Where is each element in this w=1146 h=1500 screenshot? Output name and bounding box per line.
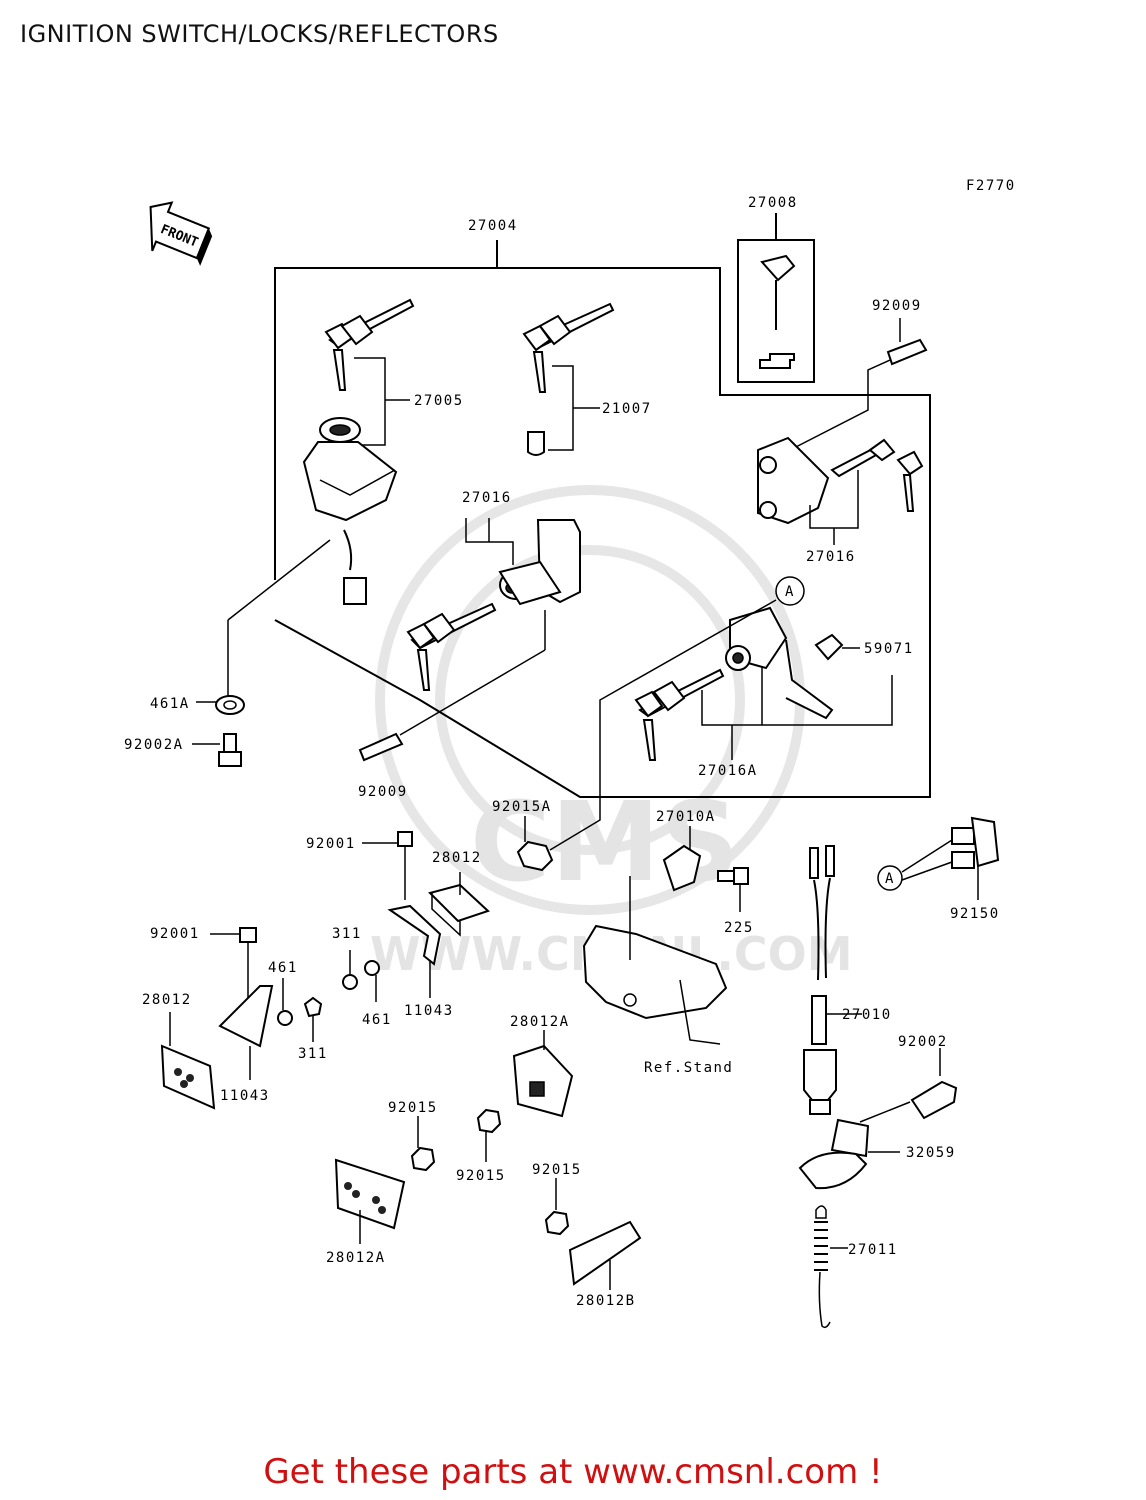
figure-code: F2770 <box>966 178 1016 194</box>
callout-461-upper: 461 <box>362 1012 392 1028</box>
parts-diagram: CMS WWW.CMSNL.COM FRONT F2770 <box>124 178 1016 1329</box>
callout-28012-upper: 28012 <box>432 850 482 866</box>
callout-92009-top: 92009 <box>872 298 922 314</box>
callout-27010: 27010 <box>842 1007 892 1023</box>
callout-27011: 27011 <box>848 1242 898 1258</box>
reflector-28012A-center <box>512 1030 574 1118</box>
watermark: CMS WWW.CMSNL.COM <box>370 485 853 981</box>
callout-92002: 92002 <box>898 1034 948 1050</box>
footer-link[interactable]: Get these parts at www.cmsnl.com ! <box>263 1452 883 1492</box>
screw-92009-top <box>789 318 928 451</box>
callout-92001-lower: 92001 <box>150 926 200 942</box>
callout-27016-center: 27016 <box>462 490 512 506</box>
switch-bracket-27010A <box>582 826 728 1045</box>
seat-lock-27016A: A <box>549 576 893 851</box>
washer-461A <box>196 695 245 715</box>
clip-59071 <box>814 633 860 661</box>
spring-27011 <box>814 1205 848 1329</box>
bolt-92002 <box>859 1048 958 1123</box>
callout-28012B: 28012B <box>576 1293 636 1309</box>
lock-27016-right <box>757 436 924 545</box>
callout-11043-lower: 11043 <box>220 1088 270 1104</box>
callout-92015-right: 92015 <box>532 1162 582 1178</box>
stand-switch-27010 <box>803 845 862 1115</box>
lock-27016-center <box>399 518 581 736</box>
lock-21007 <box>522 302 615 456</box>
bolt-92002A <box>192 733 242 767</box>
watermark-logo: CMS <box>470 778 739 906</box>
key-27008 <box>737 213 815 383</box>
reflector-28012B <box>568 1220 642 1290</box>
nut-92015A <box>516 816 554 872</box>
ignition-switch-27005 <box>227 298 415 700</box>
callout-27016A: 27016A <box>698 763 758 779</box>
reflector-group-upper <box>342 831 490 1002</box>
callout-92015A: 92015A <box>492 799 552 815</box>
kit-bracket-27004 <box>274 240 931 798</box>
front-arrow-icon: FRONT <box>149 201 213 266</box>
nuts-92015 <box>410 1108 570 1236</box>
callout-92001-upper: 92001 <box>306 836 356 852</box>
callout-27004: 27004 <box>468 218 518 234</box>
callout-28012-lower: 28012 <box>142 992 192 1008</box>
page-title: IGNITION SWITCH/LOCKS/REFLECTORS <box>20 20 499 48</box>
callout-27005: 27005 <box>414 393 464 409</box>
callout-92015-center: 92015 <box>456 1168 506 1184</box>
callout-32059: 32059 <box>906 1145 956 1161</box>
callout-21007: 21007 <box>602 401 652 417</box>
callout-28012A-center: 28012A <box>510 1014 570 1030</box>
marker-a-top: A <box>785 584 795 600</box>
callout-ref-stand: Ref.Stand <box>644 1060 733 1076</box>
callout-11043-upper: 11043 <box>404 1003 454 1019</box>
screw-92009-bottom <box>358 732 404 762</box>
callout-59071: 59071 <box>864 641 914 657</box>
screws-92150: A <box>877 816 1000 900</box>
reflector-28012A-lower <box>334 1158 406 1244</box>
callout-92015-left: 92015 <box>388 1100 438 1116</box>
callout-225: 225 <box>724 920 754 936</box>
bracket-32059 <box>798 1118 900 1190</box>
callout-311-lower: 311 <box>298 1046 328 1062</box>
reflector-group-lower-left <box>160 927 323 1110</box>
callout-92009-bottom: 92009 <box>358 784 408 800</box>
screw-225 <box>717 867 749 912</box>
marker-a-bottom: A <box>885 871 895 887</box>
callout-92002A: 92002A <box>124 737 184 753</box>
callout-27010A: 27010A <box>656 809 716 825</box>
callout-28012A-lower: 28012A <box>326 1250 386 1266</box>
callout-461A: 461A <box>150 696 190 712</box>
callout-27016-right: 27016 <box>806 549 856 565</box>
callout-461-lower: 461 <box>268 960 298 976</box>
callout-27008: 27008 <box>748 195 798 211</box>
callout-labels: 27004 27008 92009 27005 21007 27016 2701… <box>124 195 1000 1309</box>
callout-92150: 92150 <box>950 906 1000 922</box>
callout-311-upper: 311 <box>332 926 362 942</box>
